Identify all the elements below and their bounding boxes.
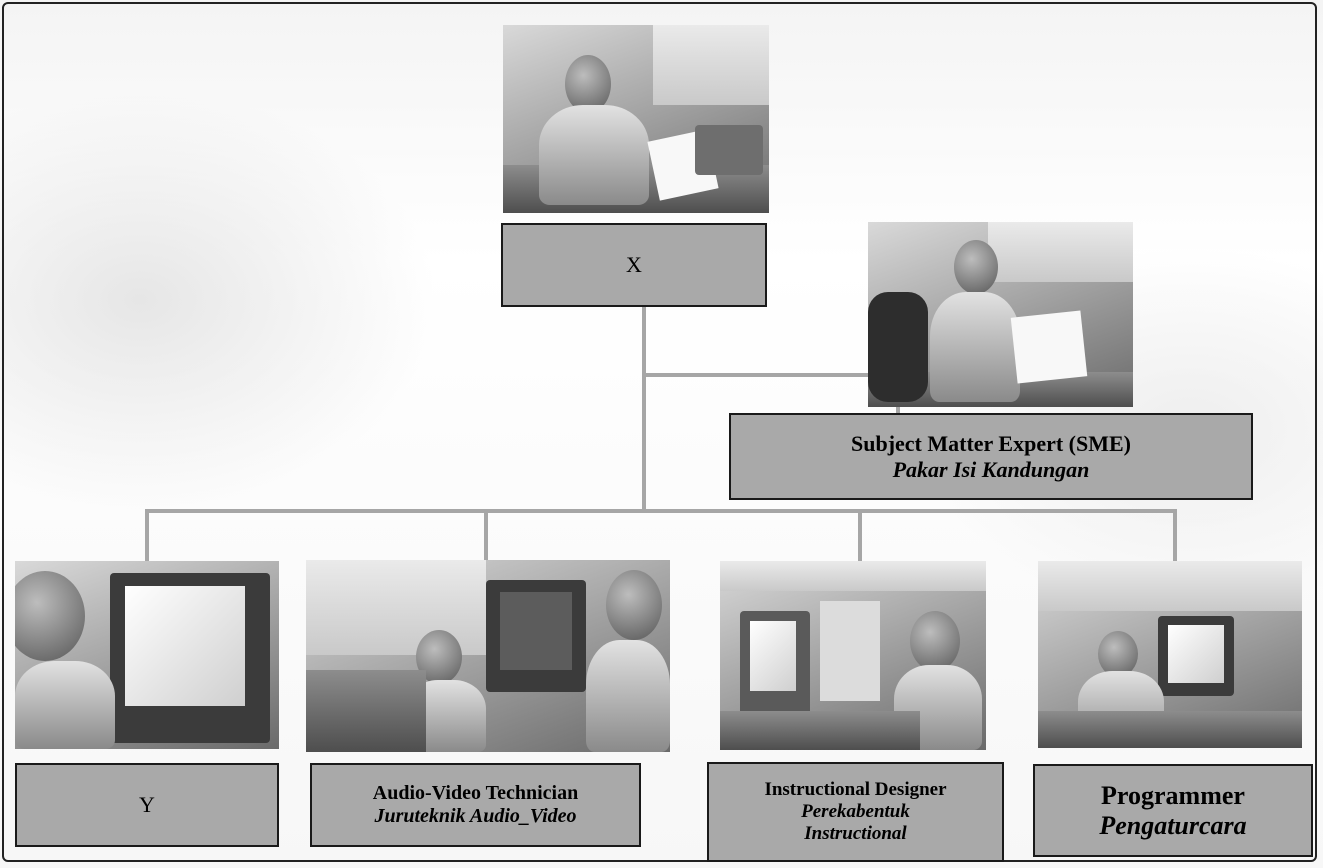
role-photo-programmer bbox=[1038, 561, 1302, 748]
role-box-instructional-designer: Instructional Designer Perekabentuk Inst… bbox=[707, 762, 1004, 862]
connector-sme-branch bbox=[642, 373, 898, 377]
top-box: X bbox=[501, 223, 767, 307]
connector-trunk bbox=[642, 305, 646, 511]
sme-title: Subject Matter Expert (SME) bbox=[850, 431, 1132, 457]
sme-subtitle: Pakar Isi Kandungan bbox=[892, 456, 1090, 482]
sme-box: Subject Matter Expert (SME) Pakar Isi Ka… bbox=[729, 413, 1253, 500]
role-photo-y bbox=[15, 561, 279, 749]
role-title-instructional-designer: Instructional Designer bbox=[764, 779, 947, 801]
role-box-audio-video: Audio-Video Technician Juruteknik Audio_… bbox=[310, 763, 641, 847]
sme-photo bbox=[868, 222, 1133, 407]
role-photo-instructional-designer bbox=[720, 561, 986, 750]
connector-drop-4 bbox=[1173, 509, 1177, 561]
role-subtitle2-instructional-designer: Instructional bbox=[804, 822, 907, 844]
connector-bottom-bar bbox=[145, 509, 1177, 513]
top-manager-photo bbox=[503, 25, 769, 213]
top-box-label: X bbox=[626, 252, 642, 278]
role-photo-audio-video bbox=[306, 560, 670, 752]
role-subtitle-instructional-designer: Perekabentuk bbox=[801, 801, 910, 823]
role-title-programmer: Programmer bbox=[1101, 780, 1245, 810]
role-subtitle-programmer: Pengaturcara bbox=[1099, 810, 1247, 840]
role-box-y: Y bbox=[15, 763, 279, 847]
role-title-audio-video: Audio-Video Technician bbox=[372, 782, 579, 804]
role-subtitle-audio-video: Juruteknik Audio_Video bbox=[374, 805, 577, 827]
connector-drop-3 bbox=[858, 509, 862, 561]
role-title-y: Y bbox=[139, 792, 155, 818]
role-box-programmer: Programmer Pengaturcara bbox=[1033, 764, 1313, 857]
connector-drop-2 bbox=[484, 509, 488, 561]
connector-drop-1 bbox=[145, 509, 149, 561]
